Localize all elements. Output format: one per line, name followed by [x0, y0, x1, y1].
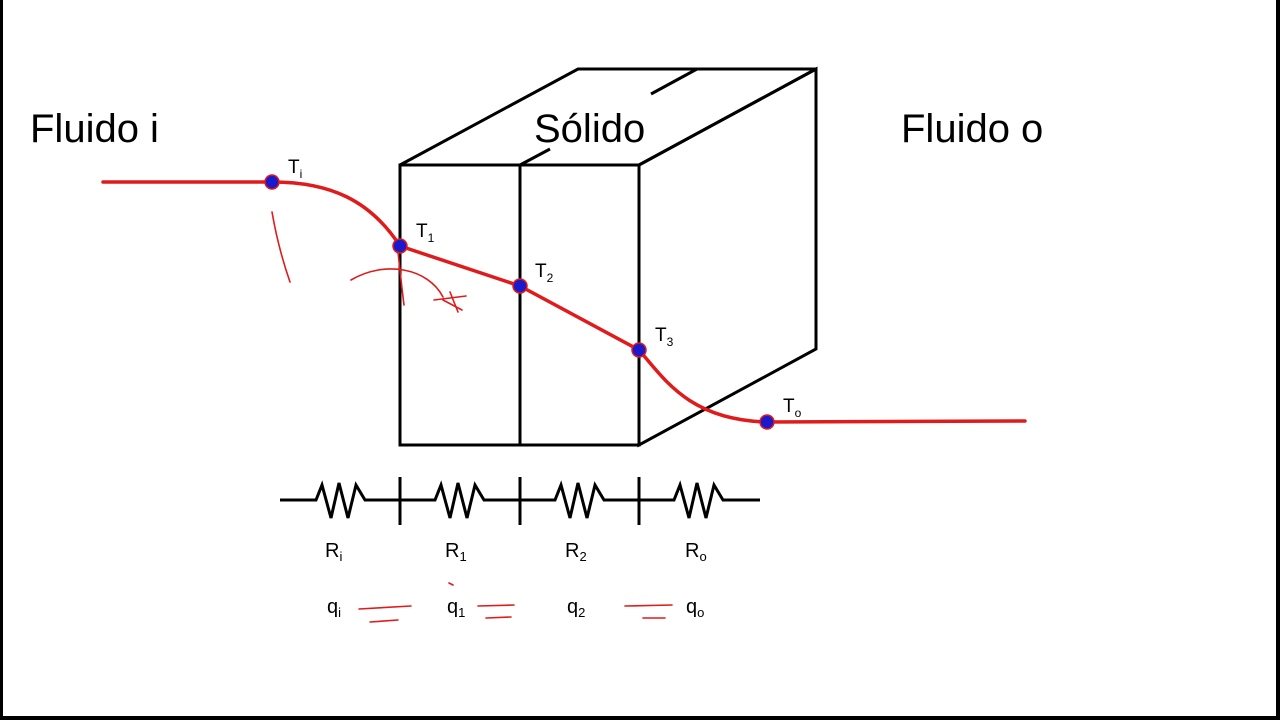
label-ri: Ri: [325, 540, 342, 564]
annotation-arrow-arc: [350, 268, 444, 298]
annotation-arrow-bar: [433, 295, 467, 301]
layer-divider-top-front: [519, 147, 551, 167]
block-side-face: [637, 66, 818, 448]
node-t2: [512, 278, 528, 294]
annotation-equal-1a: [358, 605, 412, 610]
layer-divider-top-back: [650, 67, 698, 96]
temperature-profile: [101, 180, 1027, 424]
label-ti: Ti: [288, 157, 302, 181]
label-t2: T2: [535, 261, 554, 285]
annotation-stroke-fluid: [271, 211, 291, 283]
annotation-stroke-wall: [397, 251, 405, 306]
label-r2: R2: [565, 540, 587, 564]
label-r1: R1: [445, 540, 467, 564]
label-q1: q1: [447, 596, 465, 620]
resistance-network: [280, 477, 760, 525]
label-t3: T3: [655, 325, 674, 349]
annotation-arrow-tip: [449, 291, 459, 313]
node-to: [759, 414, 775, 430]
node-t3: [631, 342, 647, 358]
annotation-equal-2b: [485, 616, 512, 619]
label-fluid-out: Fluido o: [901, 107, 1043, 151]
label-q2: q2: [567, 596, 585, 620]
label-ro: Ro: [685, 540, 707, 564]
label-solid: Sólido: [534, 107, 645, 151]
label-fluid-in: Fluido i: [30, 107, 159, 151]
annotation-equal-3a: [624, 604, 673, 607]
annotation-dot: [448, 582, 454, 586]
node-t1: [392, 238, 408, 254]
label-qi: qi: [327, 596, 341, 620]
annotation-equal-1b: [369, 619, 399, 623]
label-to: To: [783, 396, 802, 420]
label-qo: qo: [686, 596, 704, 620]
annotation-equal-2a: [477, 604, 515, 607]
annotation-arrow-tip-2: [442, 299, 463, 311]
label-t1: T1: [416, 221, 435, 245]
temperature-nodes: [264, 174, 775, 430]
handwritten-annotations: [271, 211, 673, 623]
node-ti: [264, 174, 280, 190]
